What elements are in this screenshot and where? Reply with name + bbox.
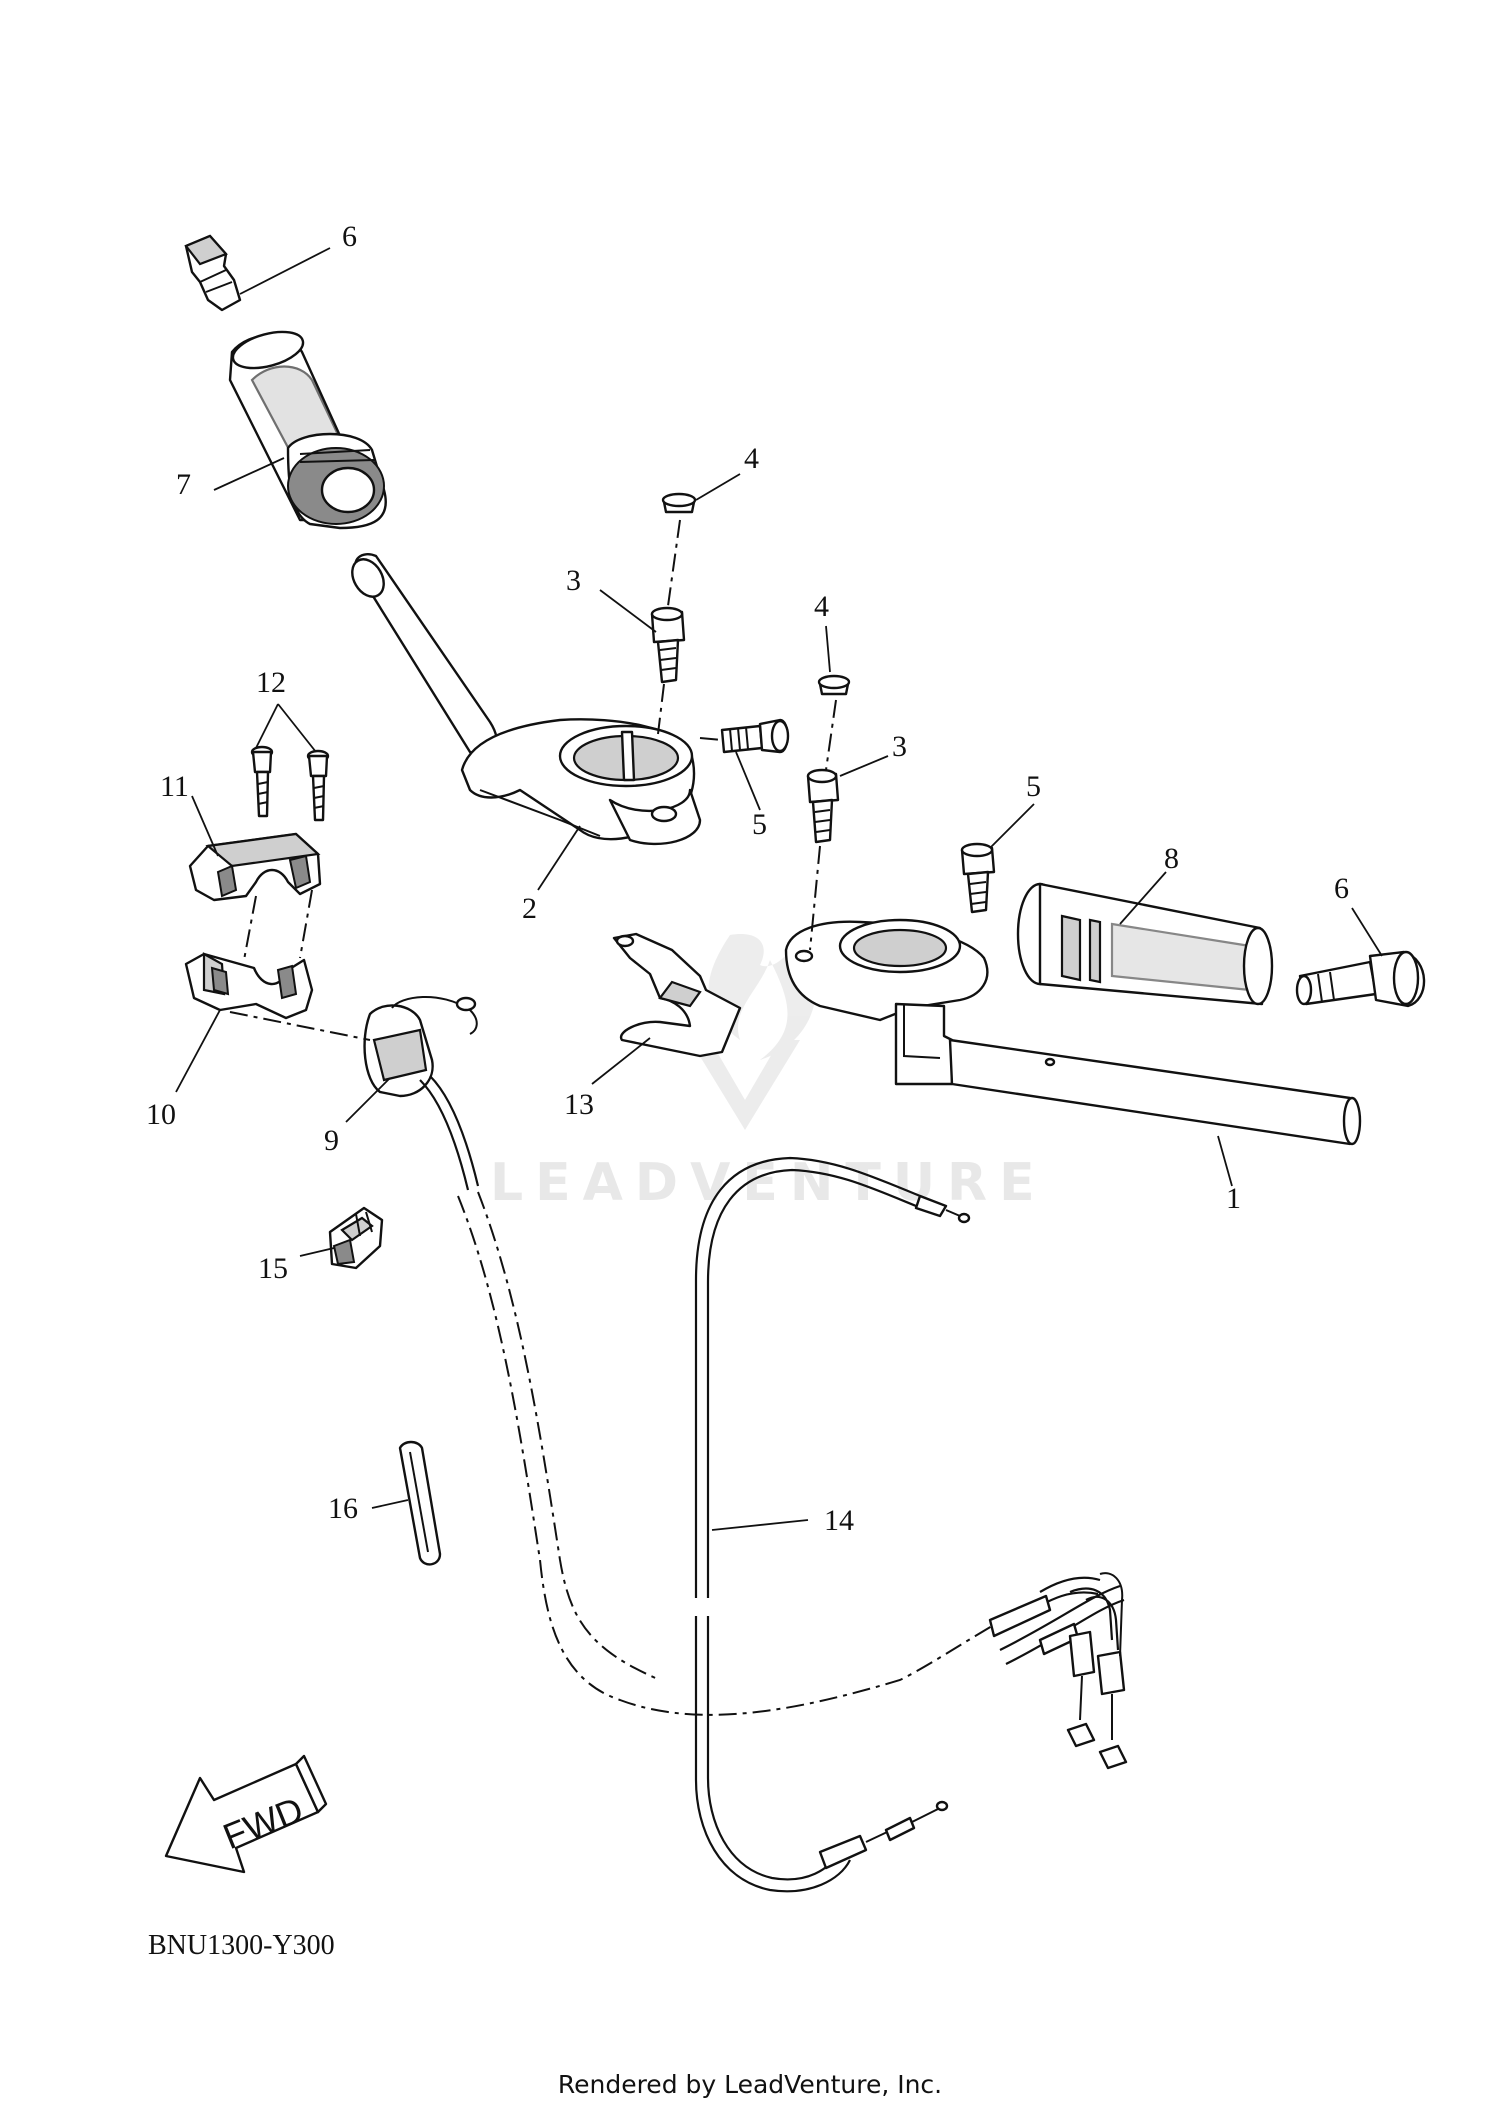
handlebar-clip-on-right[interactable] [784,918,1362,1146]
callout-13: 13 [564,1088,594,1121]
cap-upper-left[interactable] [661,492,697,514]
callout-6-left: 6 [342,220,357,253]
callout-6-right: 6 [1334,872,1349,905]
bolt-upper-left[interactable] [650,606,686,684]
diagram-code: BNU1300-Y300 [148,1930,335,1961]
screw-left[interactable] [250,745,274,818]
callout-4-upper: 4 [744,442,759,475]
callout-14: 14 [824,1504,854,1537]
screw-right[interactable] [306,749,330,822]
callout-11: 11 [160,770,189,803]
bolt-upper-right[interactable] [806,768,840,844]
leader-lines [175,247,1383,1531]
callout-5-left: 5 [752,808,767,841]
callout-4-lower: 4 [814,590,829,623]
callout-15: 15 [258,1252,288,1285]
grip-left[interactable] [228,325,387,530]
handlebar-clip-on-left[interactable] [346,553,702,846]
footer-credit: Rendered by LeadVenture, Inc. [557,2070,943,2099]
forward-direction-arrow: FWD [164,1754,328,1874]
clamp-upper[interactable] [188,832,322,902]
callout-9: 9 [324,1124,339,1157]
callout-7: 7 [176,468,191,501]
watermark-text: LEADVENTURE [490,1153,1047,1213]
cable-band[interactable] [398,1440,442,1566]
cap-upper-right[interactable] [817,674,851,696]
callout-5-right: 5 [1026,770,1041,803]
cable-clip[interactable] [328,1206,384,1270]
callout-10: 10 [146,1098,176,1131]
bar-end-weight-left[interactable] [184,234,242,312]
assembly-lines [229,519,1041,1716]
callout-2: 2 [522,892,537,925]
callout-12: 12 [256,666,286,699]
bolt-horizontal-left[interactable] [720,718,790,754]
grip-right[interactable] [1016,882,1274,1006]
callout-1: 1 [1226,1182,1241,1215]
callout-16: 16 [328,1492,358,1525]
clamp-lower[interactable] [184,952,314,1020]
throttle-housing[interactable] [363,996,480,1191]
callout-labels: 6 7 4 3 4 12 11 5 3 2 5 8 6 10 13 9 1 15… [146,220,1349,1537]
guard-bracket[interactable] [612,932,742,1058]
callout-8: 8 [1164,842,1179,875]
callout-3-upper: 3 [566,564,581,597]
bar-end-weight-right[interactable] [1295,950,1426,1008]
callout-3-lower: 3 [892,730,907,763]
bolt-vertical-right[interactable] [960,842,996,914]
throttle-cable[interactable] [694,1156,1128,1893]
